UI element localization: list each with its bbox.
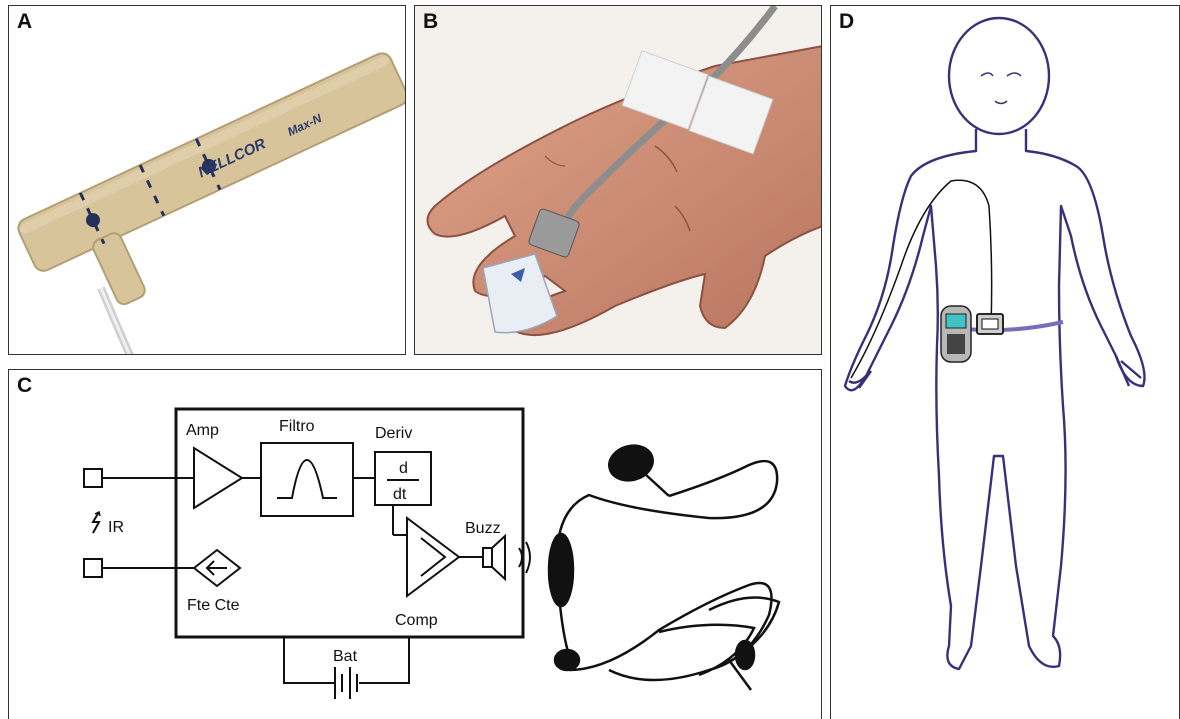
photodiode-terminal bbox=[84, 469, 102, 487]
deriv-label: Deriv bbox=[375, 425, 412, 442]
panel-c-label: C bbox=[17, 374, 32, 398]
amp-label: Amp bbox=[186, 422, 219, 439]
sensor-strip-illustration: NELLCOR Max-N bbox=[9, 6, 406, 355]
comparator-symbol bbox=[407, 518, 459, 596]
source-label: Fte Cte bbox=[187, 597, 240, 614]
hand-shape bbox=[428, 46, 823, 335]
buzzer-symbol bbox=[483, 548, 492, 567]
deriv-numerator: d bbox=[399, 460, 408, 477]
circuit-diagram: Amp Filtro Deriv d dt IR Fte Cte Buzz Co… bbox=[9, 370, 822, 719]
sound-wave bbox=[519, 548, 522, 567]
filter-label: Filtro bbox=[279, 418, 315, 435]
panel-a: A NELLCOR Max-N bbox=[8, 5, 406, 355]
earphones-illustration bbox=[549, 441, 779, 690]
ir-label: IR bbox=[108, 519, 124, 536]
hand-photo-illustration bbox=[415, 6, 822, 355]
panel-b: B bbox=[414, 5, 822, 355]
buzz-label: Buzz bbox=[465, 520, 501, 537]
deriv-denominator: dt bbox=[393, 486, 407, 503]
led-terminal bbox=[84, 559, 102, 577]
panel-d-label: D bbox=[839, 10, 854, 34]
torso-outline bbox=[845, 129, 1145, 669]
bat-label: Bat bbox=[333, 648, 358, 665]
amplifier-symbol bbox=[194, 448, 242, 508]
body-outline-illustration bbox=[831, 6, 1180, 719]
panel-c: C bbox=[8, 369, 822, 719]
panel-d: D bbox=[830, 5, 1180, 719]
infrared-arrow-icon bbox=[93, 512, 99, 533]
head-outline bbox=[949, 18, 1049, 134]
filter-block bbox=[261, 443, 353, 516]
panel-a-label: A bbox=[17, 10, 32, 34]
panel-b-label: B bbox=[423, 10, 438, 34]
comp-label: Comp bbox=[395, 612, 438, 629]
